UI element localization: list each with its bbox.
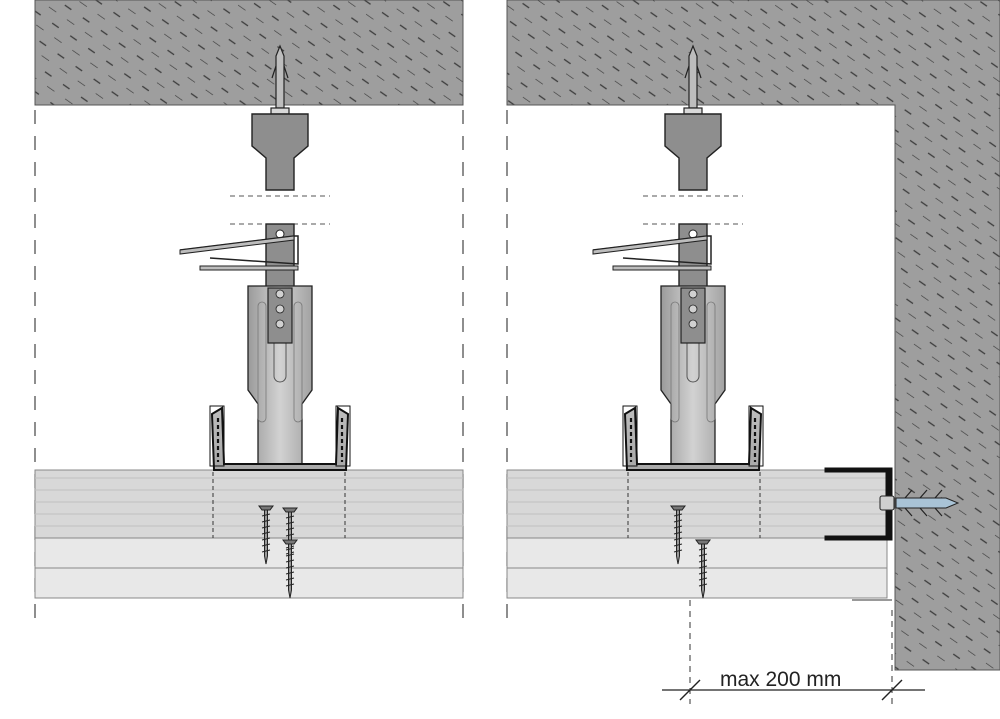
dimension-label: max 200 mm (720, 668, 841, 691)
wall-profile (824, 467, 893, 541)
ceiling-boards (34, 469, 464, 599)
concrete-slab (34, 0, 464, 106)
wall-plug (879, 489, 960, 517)
concrete-slab-and-wall (506, 0, 1000, 671)
dimension-line: max 200 mm (662, 600, 925, 704)
hanger-assembly (178, 44, 352, 472)
hanger-assembly (591, 44, 765, 472)
left-detail (34, 0, 464, 620)
right-detail: max 200 mm (506, 0, 1000, 704)
ceiling-boards (506, 469, 893, 599)
